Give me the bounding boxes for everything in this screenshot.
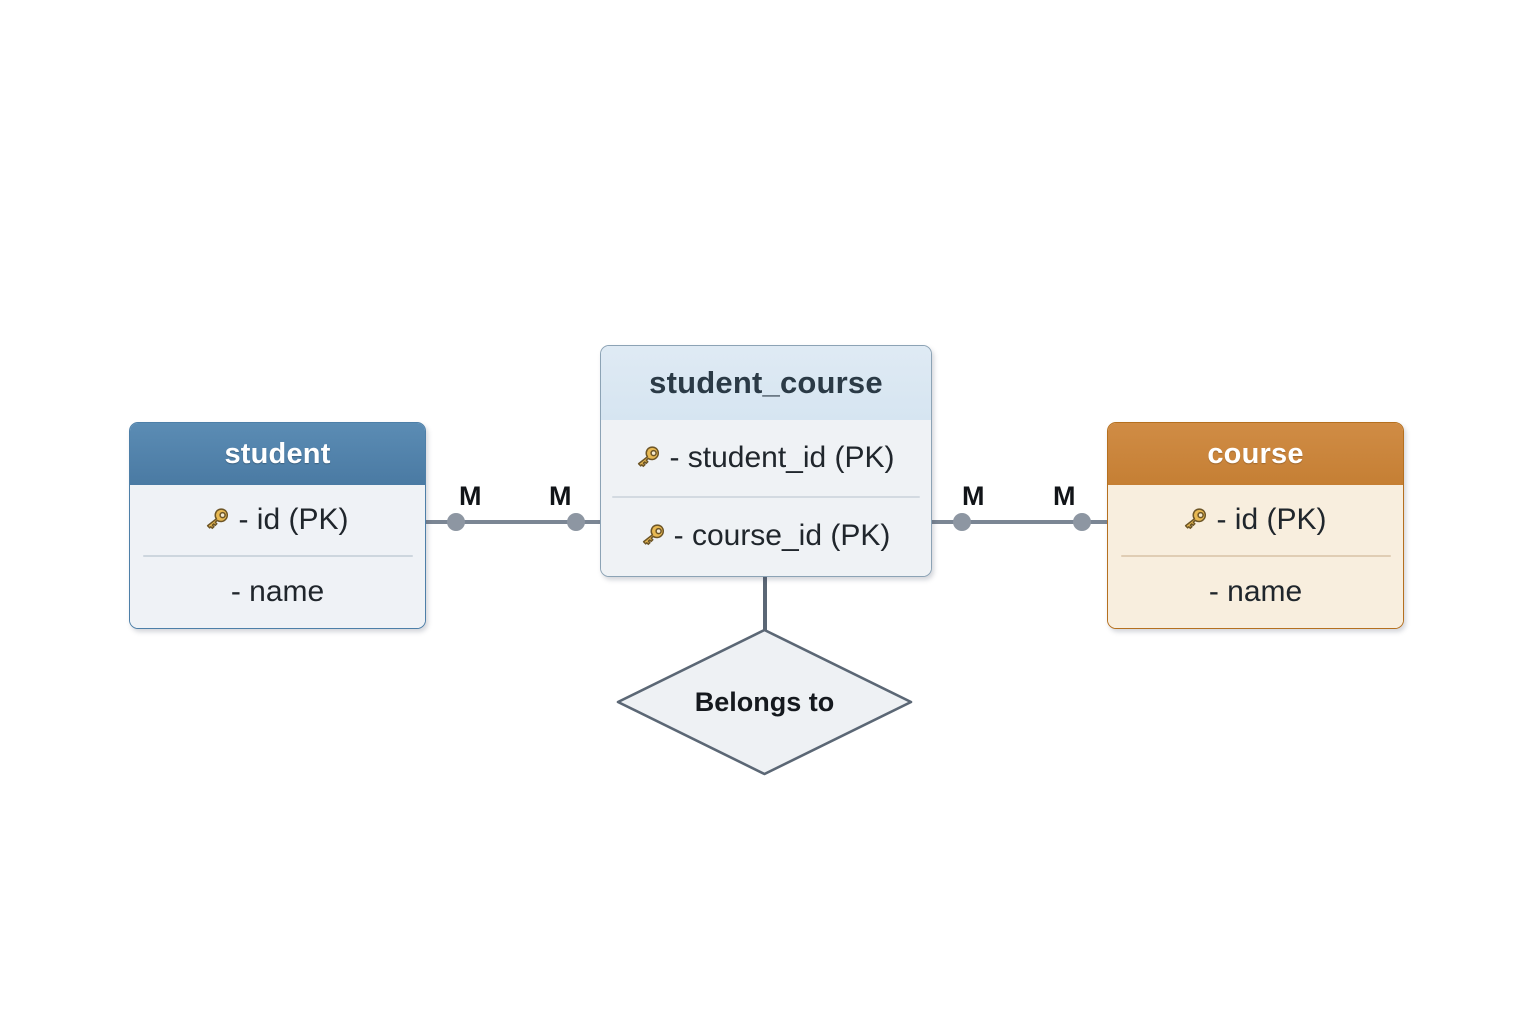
diamond-shape (616, 628, 913, 776)
key-icon (642, 523, 672, 550)
key-icon (1184, 508, 1214, 534)
entity-student[interactable]: student - id (PK) - name (129, 422, 426, 629)
entity-course-attributes: - id (PK) - name (1108, 485, 1403, 628)
connector-student-student_course (426, 513, 600, 531)
attribute-label: - id (PK) (1216, 503, 1327, 536)
attribute-label: - name (1208, 574, 1303, 608)
cardinality-label-course-side: M (1053, 481, 1076, 511)
entity-student-attributes: - id (PK) - name (130, 485, 425, 628)
cardinality-label-student-course-left: M (549, 481, 572, 511)
key-icon (637, 446, 667, 472)
key-icon (206, 508, 236, 534)
attribute-label: - course_id (PK) (673, 518, 891, 552)
attribute-row[interactable]: - student_id (PK) (601, 420, 931, 496)
entity-student-course-title: student_course (601, 346, 931, 420)
attribute-divider (612, 496, 920, 498)
connector-student_course-course (932, 513, 1107, 531)
attribute-divider (142, 555, 413, 557)
attribute-label: - student_id (PK) (669, 441, 895, 474)
attribute-row[interactable]: - id (PK) (1108, 485, 1403, 555)
attribute-row[interactable]: - name (130, 557, 425, 627)
attribute-row[interactable]: - course_id (PK) (601, 498, 931, 574)
attribute-row[interactable]: - id (PK) (130, 485, 425, 555)
entity-student-course[interactable]: student_course - student_id (PK) (600, 345, 932, 577)
attribute-divider (1120, 555, 1391, 557)
cardinality-label-student-side: M (459, 481, 482, 511)
connector-endpoint-dot (953, 513, 971, 531)
connector-endpoint-dot (447, 513, 465, 531)
entity-course[interactable]: course - id (PK) - name (1107, 422, 1404, 629)
entity-course-title: course (1108, 423, 1403, 485)
attribute-row[interactable]: - name (1108, 557, 1403, 627)
connector-endpoint-dot (567, 513, 585, 531)
cardinality-label-student-course-right: M (962, 481, 985, 511)
connector-endpoint-dot (1073, 513, 1091, 531)
attribute-label: - name (230, 574, 325, 608)
relationship-belongs-to[interactable]: Belongs to (616, 628, 913, 776)
attribute-label: - id (PK) (238, 503, 349, 536)
entity-student-course-attributes: - student_id (PK) - course_id (PK) (601, 420, 931, 576)
entity-student-title: student (130, 423, 425, 485)
